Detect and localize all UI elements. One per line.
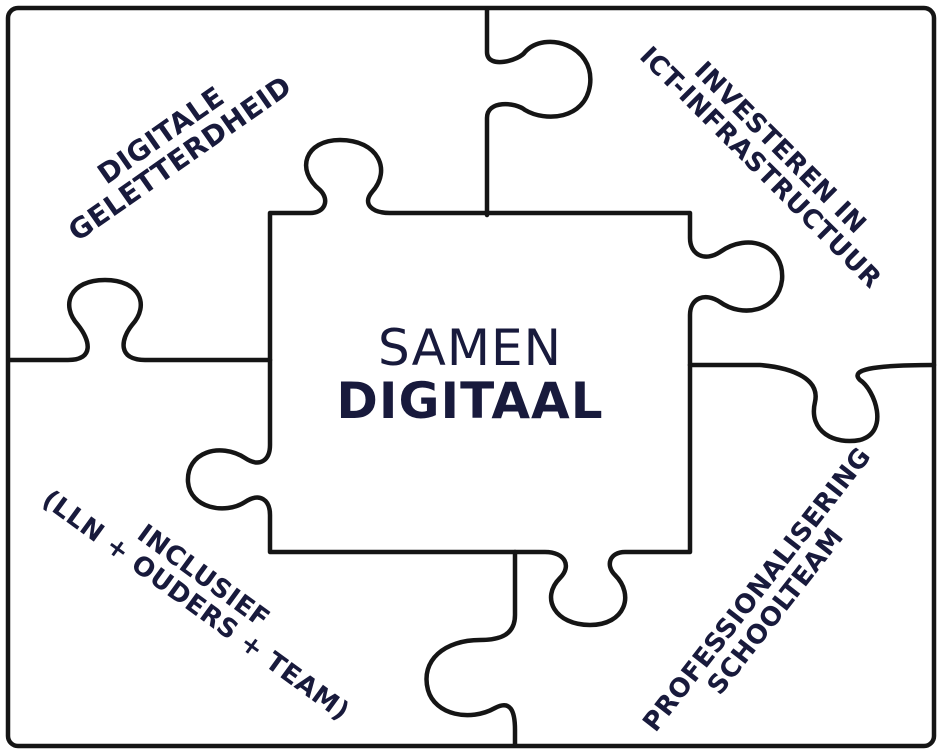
puzzle-border	[5, 5, 937, 749]
center-piece	[185, 137, 785, 628]
center-title: SAMEN DIGITAAL	[330, 322, 610, 427]
seam-right	[687, 362, 937, 444]
seam-bottom	[424, 549, 518, 747]
seam-top	[484, 7, 593, 218]
center-title-line-2: DIGITAAL	[336, 371, 604, 430]
seam-left	[7, 277, 273, 363]
center-title-line-1: SAMEN	[377, 319, 562, 377]
